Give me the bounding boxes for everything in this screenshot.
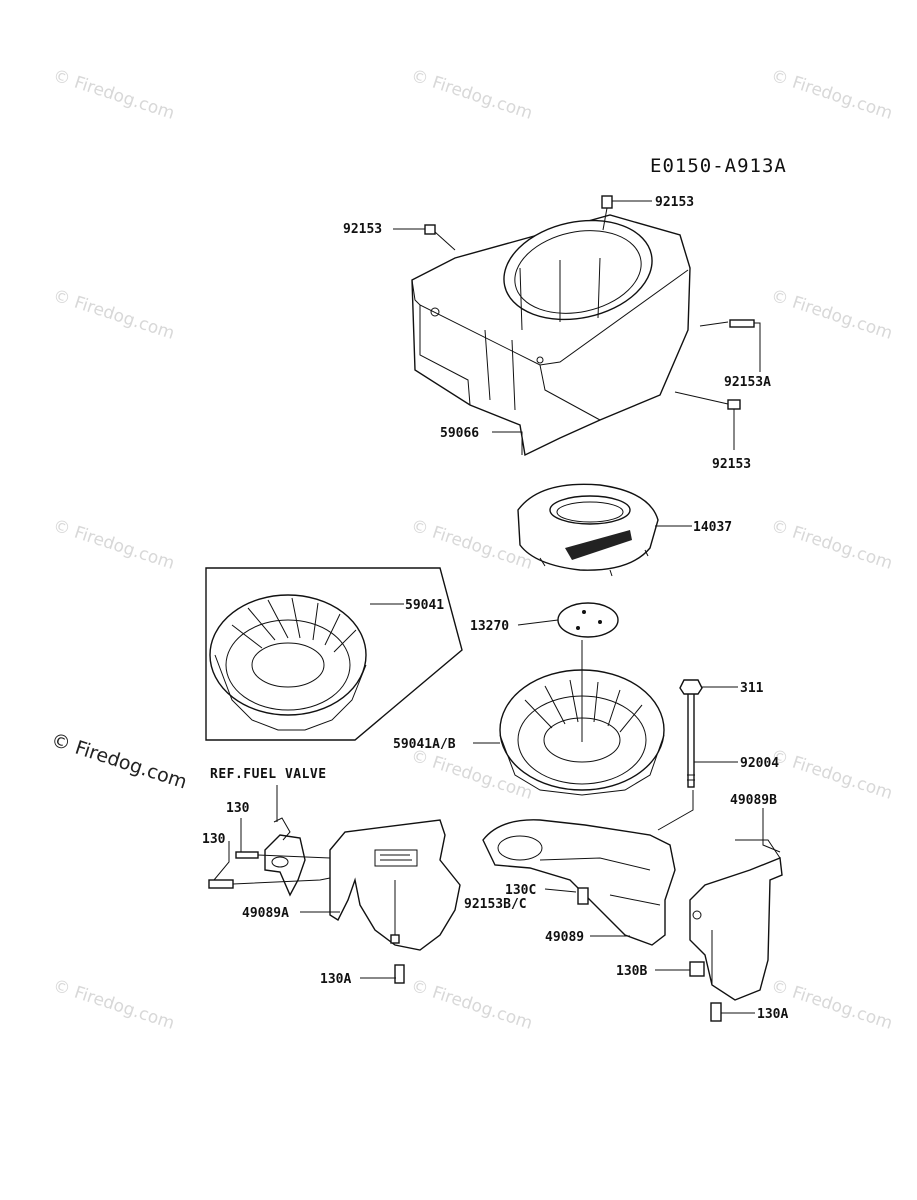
- nut-311: [679, 679, 703, 695]
- label-49089B: 49089B: [730, 793, 777, 808]
- watermark-text: © Firedog.com: [768, 746, 894, 804]
- cover-49089A: [329, 819, 461, 951]
- leader-lines: [213, 200, 781, 1014]
- watermark-text: © Firedog.com: [768, 976, 894, 1034]
- watermark-text: © Firedog.com: [768, 66, 894, 124]
- bolt-130-lower: [208, 879, 234, 889]
- bolt-92153BC: [577, 887, 589, 905]
- part-labels: 92153 92153 92153A 92153 59066 14037 590…: [202, 195, 788, 1022]
- bolt-92153-top: [601, 195, 613, 209]
- label-311: 311: [740, 681, 764, 696]
- bolt-130A-left: [394, 964, 405, 984]
- fan-plate-13270: [557, 602, 619, 638]
- fan-assembly-59041: [205, 567, 463, 741]
- stud-92004: [687, 691, 695, 788]
- label-92153-right: 92153: [712, 457, 751, 472]
- bolt-130A-right: [710, 1002, 722, 1022]
- label-130A-right: 130A: [757, 1007, 788, 1022]
- watermark-text: © Firedog.com: [50, 66, 176, 124]
- label-49089: 49089: [545, 930, 584, 945]
- screen-mesh: [565, 530, 632, 560]
- cover-49089B: [689, 839, 783, 1001]
- label-92153A: 92153A: [724, 375, 771, 390]
- label-92153-top: 92153: [655, 195, 694, 210]
- bolt-92153-right: [727, 399, 741, 410]
- watermark-text: © Firedog.com: [768, 516, 894, 574]
- label-130-upper: 130: [226, 801, 250, 816]
- ref-fuel-valve-note: REF.FUEL VALVE: [210, 767, 327, 782]
- label-130B: 130B: [616, 964, 647, 979]
- label-130C: 130C: [505, 883, 536, 898]
- label-49089A: 49089A: [242, 906, 289, 921]
- label-92153-left: 92153: [343, 222, 382, 237]
- label-59041A-B: 59041A/B: [393, 737, 456, 752]
- label-13270: 13270: [470, 619, 509, 634]
- blower-housing-59066: [411, 214, 691, 457]
- watermark-text: © Firedog.com: [50, 286, 176, 344]
- watermark-text: © Firedog.com: [768, 286, 894, 344]
- label-59041: 59041: [405, 598, 444, 613]
- label-92004: 92004: [740, 756, 779, 771]
- cooling-fan-59041A-B: [499, 640, 665, 796]
- diagram-code: E0150-A913A: [650, 155, 787, 177]
- bolt-130-upper: [235, 851, 259, 859]
- label-130A-left: 130A: [320, 972, 351, 987]
- bolts: [208, 195, 755, 1022]
- rotating-screen-14037: [517, 483, 659, 577]
- label-92153BC: 92153B/C: [464, 897, 527, 912]
- watermark-text: © Firedog.com: [408, 516, 534, 574]
- label-59066: 59066: [440, 426, 479, 441]
- bolt-130B: [689, 961, 705, 977]
- bolt-92153A: [729, 319, 755, 328]
- bolt-92153-left: [424, 224, 436, 235]
- fuel-valve-bracket: [264, 785, 306, 897]
- label-14037: 14037: [693, 520, 732, 535]
- watermark-text-strong: © Firedog.com: [48, 729, 189, 794]
- baffle-49089: [482, 790, 694, 946]
- label-130-lower: 130: [202, 832, 226, 847]
- watermark-text: © Firedog.com: [408, 66, 534, 124]
- watermark-text: © Firedog.com: [408, 976, 534, 1034]
- watermark-text: © Firedog.com: [50, 516, 176, 574]
- watermark-text: © Firedog.com: [50, 976, 176, 1034]
